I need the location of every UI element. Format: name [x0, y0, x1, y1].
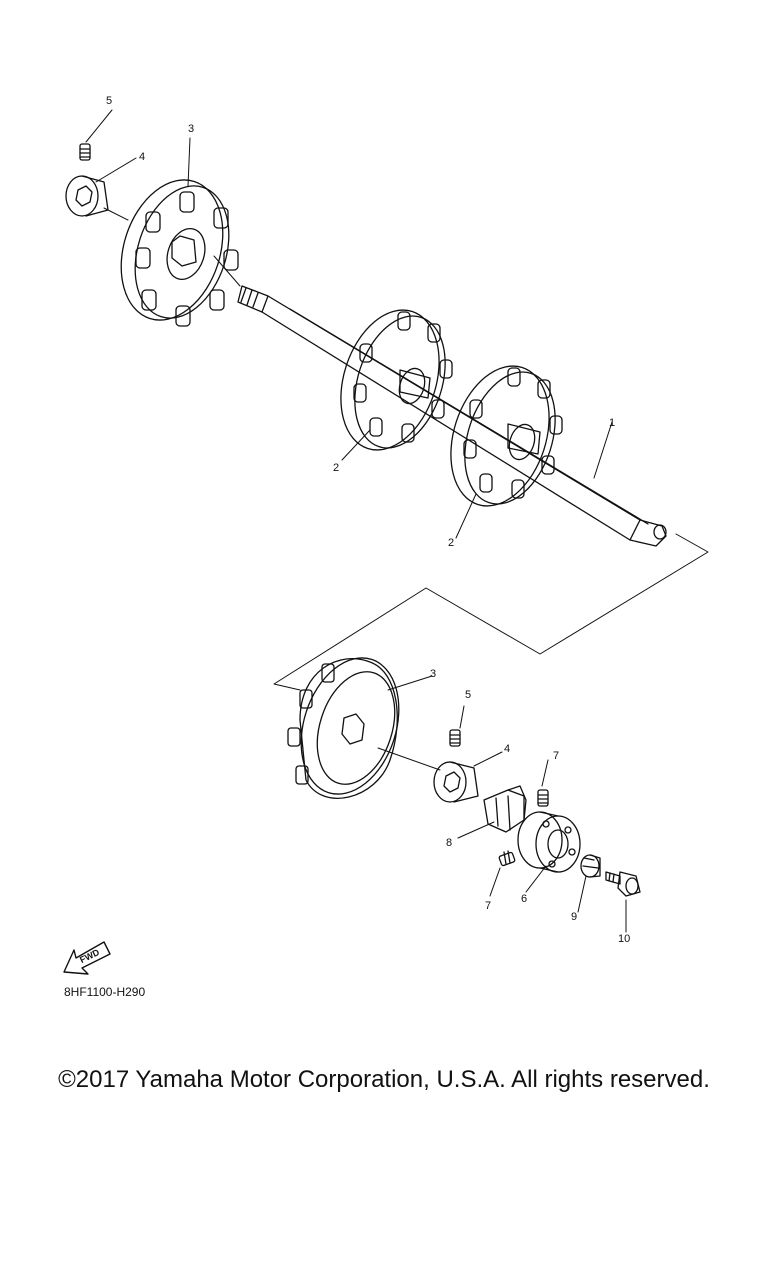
set-screw-upper [79, 143, 91, 161]
collar-upper [65, 175, 109, 217]
diagram-code: 8HF1100-H290 [64, 985, 146, 999]
part-label-6: 6 [521, 893, 528, 905]
set-screw-7b [498, 850, 516, 867]
drive-shaft [237, 285, 667, 547]
part-label-3: 3 [188, 123, 195, 135]
sprocket-middle-a [340, 309, 453, 451]
sprocket-upper-left [120, 179, 239, 327]
part-label-5: 5 [106, 95, 113, 107]
sprocket-middle-b [450, 365, 563, 507]
bearing [517, 811, 581, 873]
part-label-4: 4 [139, 151, 146, 163]
spacer [580, 854, 601, 878]
part-label-3-lower: 3 [430, 668, 437, 680]
bearing-housing [483, 785, 527, 833]
collar-lower [433, 761, 479, 803]
sprocket-lower [287, 657, 400, 799]
part-label-2a: 2 [333, 462, 340, 474]
fwd-label: FWD [78, 947, 101, 965]
forward-arrow-icon [63, 941, 111, 975]
part-label-9: 9 [571, 911, 578, 923]
set-screw-lower [449, 729, 461, 747]
part-label-4-lower: 4 [504, 743, 511, 755]
part-label-2b: 2 [448, 537, 455, 549]
part-label-8: 8 [446, 837, 453, 849]
part-label-7b: 7 [485, 900, 492, 912]
part-label-5-lower: 5 [465, 689, 472, 701]
bolt [605, 871, 641, 897]
part-label-7a: 7 [553, 750, 560, 762]
part-label-1: 1 [609, 417, 616, 429]
part-label-10: 10 [618, 933, 631, 945]
set-screw-7a [537, 789, 549, 807]
copyright-notice: ©2017 Yamaha Motor Corporation, U.S.A. A… [58, 1066, 710, 1093]
sprocket-teeth [135, 191, 239, 327]
